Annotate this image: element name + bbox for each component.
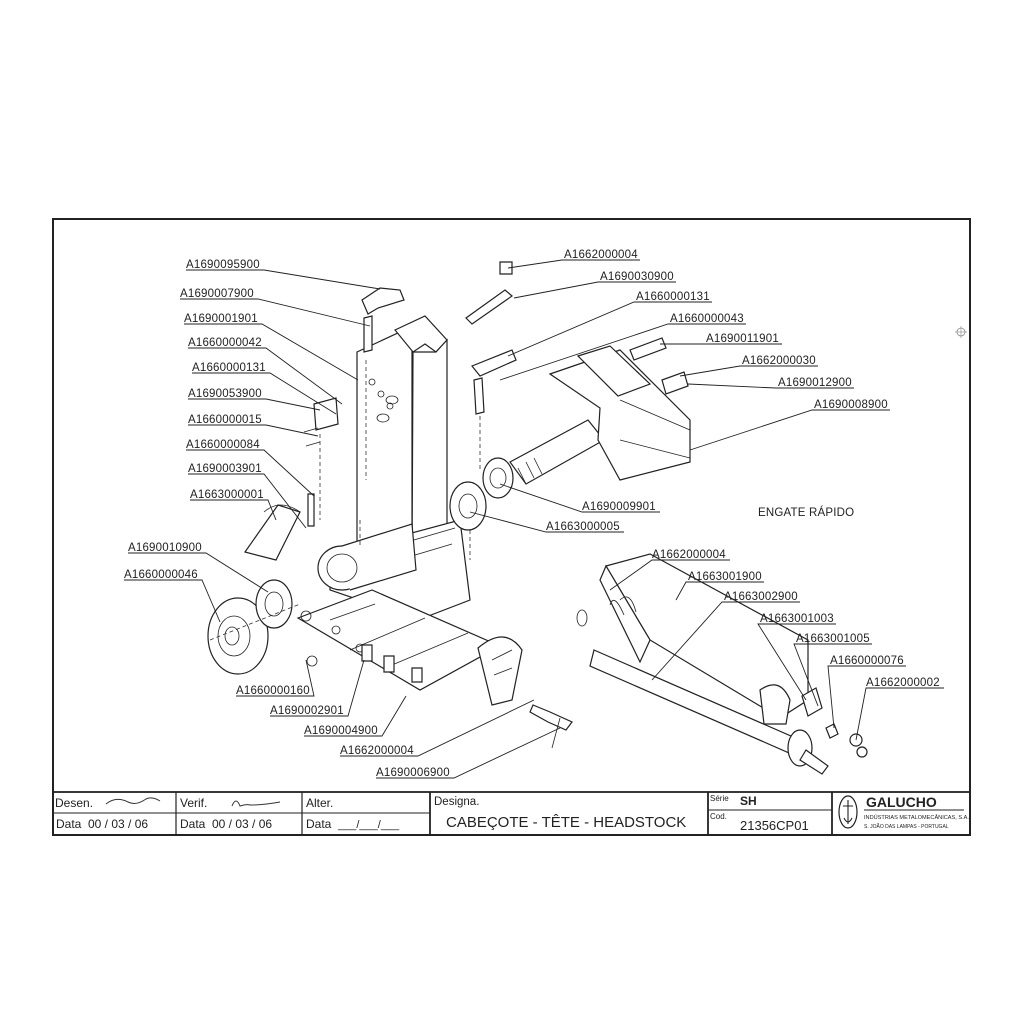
part-label: A1662000030 bbox=[742, 355, 816, 367]
company-logo-icon bbox=[838, 795, 858, 829]
part-label: A1690004900 bbox=[304, 725, 378, 737]
cod-label: Cod. bbox=[710, 812, 727, 821]
part-label: A1660000076 bbox=[830, 655, 904, 667]
part-label: A1663000001 bbox=[190, 489, 264, 501]
part-label: A1690002901 bbox=[270, 705, 344, 717]
part-label: A1690012900 bbox=[778, 377, 852, 389]
exploded-view bbox=[207, 261, 868, 775]
part-label: A1690095900 bbox=[186, 259, 260, 271]
desen-data-label: Data bbox=[56, 817, 82, 831]
part-label: A1663002900 bbox=[724, 591, 798, 603]
part-label: A1660000046 bbox=[124, 569, 198, 581]
verif-date: 00 / 03 / 06 bbox=[212, 817, 272, 831]
part-label: A1660000131 bbox=[192, 362, 266, 374]
part-label: A1690001901 bbox=[184, 313, 258, 325]
part-label: A1663001005 bbox=[796, 633, 870, 645]
part-label: A1660000015 bbox=[188, 414, 262, 426]
part-label: A1690009901 bbox=[582, 501, 656, 513]
cod-value: 21356CP01 bbox=[740, 818, 809, 833]
verif-signature bbox=[231, 800, 281, 807]
alter-data-label: Data bbox=[306, 817, 332, 831]
part-label: A1660000084 bbox=[186, 439, 260, 451]
part-label: A1662000002 bbox=[866, 677, 940, 689]
drawing-border bbox=[52, 218, 971, 836]
part-label: A1690007900 bbox=[180, 288, 254, 300]
part-label: A1690010900 bbox=[128, 542, 202, 554]
part-label: A1690006900 bbox=[376, 767, 450, 779]
part-label: A1663000005 bbox=[546, 521, 620, 533]
part-label: A1660000042 bbox=[188, 337, 262, 349]
part-label: A1663001003 bbox=[760, 613, 834, 625]
designa-label: Designa. bbox=[434, 796, 479, 808]
designation-title: CABEÇOTE - TÊTE - HEADSTOCK bbox=[446, 814, 686, 831]
company-line1: INDÚSTRIAS METALOMECÂNICAS, S.A. bbox=[864, 814, 969, 821]
desen-date: 00 / 03 / 06 bbox=[88, 817, 148, 831]
part-label: A1660000131 bbox=[636, 291, 710, 303]
part-label: A1690008900 bbox=[814, 399, 888, 411]
section-label: ENGATE RÁPIDO bbox=[758, 506, 854, 519]
part-label: A1662000004 bbox=[652, 549, 726, 561]
part-label: A1660000160 bbox=[236, 685, 310, 697]
part-label: A1690011901 bbox=[706, 333, 779, 345]
alter-label: Alter. bbox=[306, 796, 333, 810]
alter-date: ___/___/___ bbox=[337, 819, 400, 831]
part-labels: A1690095900A1690007900A1690001901A166000… bbox=[124, 249, 940, 779]
verif-data-label: Data bbox=[180, 817, 206, 831]
verif-label: Verif. bbox=[180, 796, 207, 810]
part-label: A1663001900 bbox=[688, 571, 762, 583]
company-name: GALUCHO bbox=[866, 794, 937, 810]
part-label: A1690030900 bbox=[600, 271, 674, 283]
desen-signature bbox=[105, 797, 161, 805]
company-line2: S. JOÃO DAS LAMPAS - PORTUGAL bbox=[864, 823, 949, 830]
part-label: A1662000004 bbox=[564, 249, 638, 261]
serie-value: SH bbox=[740, 794, 757, 808]
part-label: A1690003901 bbox=[188, 463, 262, 475]
part-label: A1662000004 bbox=[340, 745, 414, 757]
part-label: A1660000043 bbox=[670, 313, 744, 325]
title-block: Desen. Verif. Alter. Data 00 / 03 / 06 D… bbox=[52, 791, 971, 836]
leader-lines bbox=[124, 259, 944, 779]
part-label: A1690053900 bbox=[188, 388, 262, 400]
registration-mark-icon bbox=[955, 326, 967, 338]
desen-label: Desen. bbox=[55, 796, 93, 810]
serie-label: Série bbox=[710, 794, 729, 803]
